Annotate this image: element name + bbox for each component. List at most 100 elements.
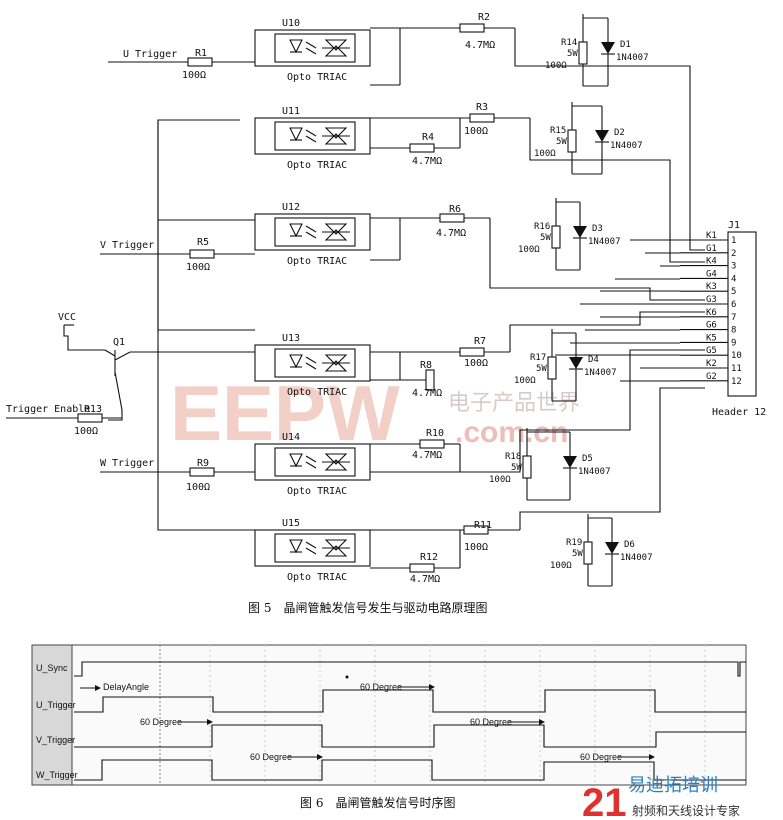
sig-label-u-sync: U_Sync — [36, 663, 68, 673]
header-net-10: G5 — [706, 346, 717, 356]
header-pin-7: 7 — [731, 313, 736, 323]
timing-diagram: U_Sync U_Trigger V_Trigger W_Trigger Del… — [31, 644, 747, 786]
diode-icon — [573, 226, 587, 238]
opto-ref-label: U15 — [282, 518, 300, 529]
triac-icon — [324, 127, 348, 139]
logo-cn1: 易迪拓培训 — [628, 775, 718, 796]
r8-label: R8 — [420, 360, 432, 371]
vcc-label: VCC — [58, 312, 76, 323]
diode-part: 1N4007 — [620, 553, 653, 563]
sig-label-u-trigger: U_Trigger — [36, 700, 76, 710]
diode-icon — [601, 42, 615, 54]
diode-part: 1N4007 — [616, 53, 649, 63]
snubber-r-value: 100Ω — [489, 475, 511, 485]
r13-label: R13 — [84, 404, 102, 415]
header-net-8: G6 — [706, 321, 717, 331]
header-net-2: G1 — [706, 244, 717, 254]
snubber-r-value: 100Ω — [514, 376, 536, 386]
r10-value: 4.7MΩ — [412, 450, 442, 461]
led-icon — [289, 453, 303, 468]
diode-part: 1N4007 — [578, 467, 611, 477]
snubber-r-power: 5W — [572, 549, 583, 559]
snubber-r-label: R18 — [505, 452, 521, 462]
enable-transistor: VCC Q1 Trigger Enable R13 100Ω — [6, 312, 158, 437]
r5-value: 100Ω — [186, 262, 210, 273]
sig-label-w-trigger: W_Trigger — [36, 770, 78, 780]
r4-label: R4 — [422, 132, 434, 143]
snubber-r-value: 100Ω — [518, 245, 540, 255]
opto-ref-label: U12 — [282, 202, 300, 213]
wave-u-sync — [74, 661, 746, 677]
r8-value: 4.7MΩ — [412, 388, 442, 399]
r5-label: R5 — [197, 237, 209, 248]
snubber-r-power: 5W — [567, 49, 578, 59]
snubber-r-label: R16 — [534, 222, 550, 232]
diode-icon — [595, 130, 609, 142]
watermark-cn: 电子产品世界 — [448, 391, 580, 416]
deg-label-1: 60 Degree — [140, 717, 182, 727]
watermark-big: EEPW — [170, 369, 400, 457]
r4-value: 4.7MΩ — [412, 156, 442, 167]
header-pin-1: 1 — [731, 236, 736, 246]
snubber-r-label: R14 — [561, 38, 577, 48]
led-icon — [289, 39, 303, 54]
diode-ref: D4 — [588, 355, 599, 365]
r9-value: 100Ω — [186, 482, 210, 493]
header-net-12: G2 — [706, 372, 717, 382]
diode-icon — [605, 542, 619, 554]
diode-ref: D3 — [592, 224, 603, 234]
opto-type-label: Opto TRIAC — [287, 387, 347, 398]
gate-networks: R2 4.7MΩ R3 100Ω R4 4.7MΩ R6 4.7MΩ R7 10… — [370, 12, 705, 585]
snubber-networks: R145W100ΩD11N4007R155W100ΩD21N4007R165W1… — [489, 14, 653, 587]
diode-part: 1N4007 — [584, 368, 617, 378]
header-pin-2: 2 — [731, 249, 736, 259]
header-net-5: K3 — [706, 282, 717, 292]
power-resistor — [551, 225, 561, 249]
snubber-r-power: 5W — [556, 137, 567, 147]
snubber-r-label: R17 — [530, 353, 546, 363]
r1-label: R1 — [195, 48, 207, 59]
r11-label: R11 — [474, 520, 492, 531]
r1-value: 100Ω — [182, 70, 206, 81]
header-net-11: K2 — [706, 359, 717, 369]
deg-label-2: 60 Degree — [250, 752, 292, 762]
logo-cn2: 射频和天线设计专家 — [632, 803, 740, 818]
r2-value: 4.7MΩ — [465, 40, 495, 51]
snubber-r-power: 5W — [511, 463, 522, 473]
snubber-r-value: 100Ω — [534, 149, 556, 159]
r3-label: R3 — [476, 102, 488, 113]
header-pin-11: 11 — [731, 364, 742, 374]
enable-bus — [157, 119, 255, 531]
trigger-inputs: U Trigger R1 100Ω V Trigger R5 100Ω W Tr… — [100, 48, 255, 493]
triac-icon — [324, 539, 348, 551]
header-net-9: K5 — [706, 333, 717, 343]
w-trigger-label: W Trigger — [100, 458, 154, 469]
power-resistor — [522, 455, 532, 479]
header-pin-3: 3 — [731, 262, 736, 272]
diode-icon — [563, 456, 577, 468]
opto-type-label: Opto TRIAC — [287, 256, 347, 267]
header-net-1: K1 — [706, 231, 717, 241]
header-net-6: G3 — [706, 295, 717, 305]
header-pin-5: 5 — [731, 287, 736, 297]
r7-value: 100Ω — [464, 358, 488, 369]
v-trigger-label: V Trigger — [100, 240, 154, 251]
snubber-r-value: 100Ω — [550, 561, 572, 571]
r13-value: 100Ω — [74, 426, 98, 437]
r10-label: R10 — [426, 428, 444, 439]
triac-icon — [324, 223, 348, 235]
deg-label-3: 60 Degree — [360, 682, 402, 692]
opto-type-label: Opto TRIAC — [287, 486, 347, 497]
opto-ref-label: U10 — [282, 18, 300, 29]
triac-icon — [324, 453, 348, 465]
logo-number: 21 — [582, 781, 627, 820]
header-pin-10: 10 — [731, 351, 742, 361]
triac-icon — [324, 39, 348, 51]
led-icon — [289, 127, 303, 142]
diode-ref: D2 — [614, 128, 625, 138]
